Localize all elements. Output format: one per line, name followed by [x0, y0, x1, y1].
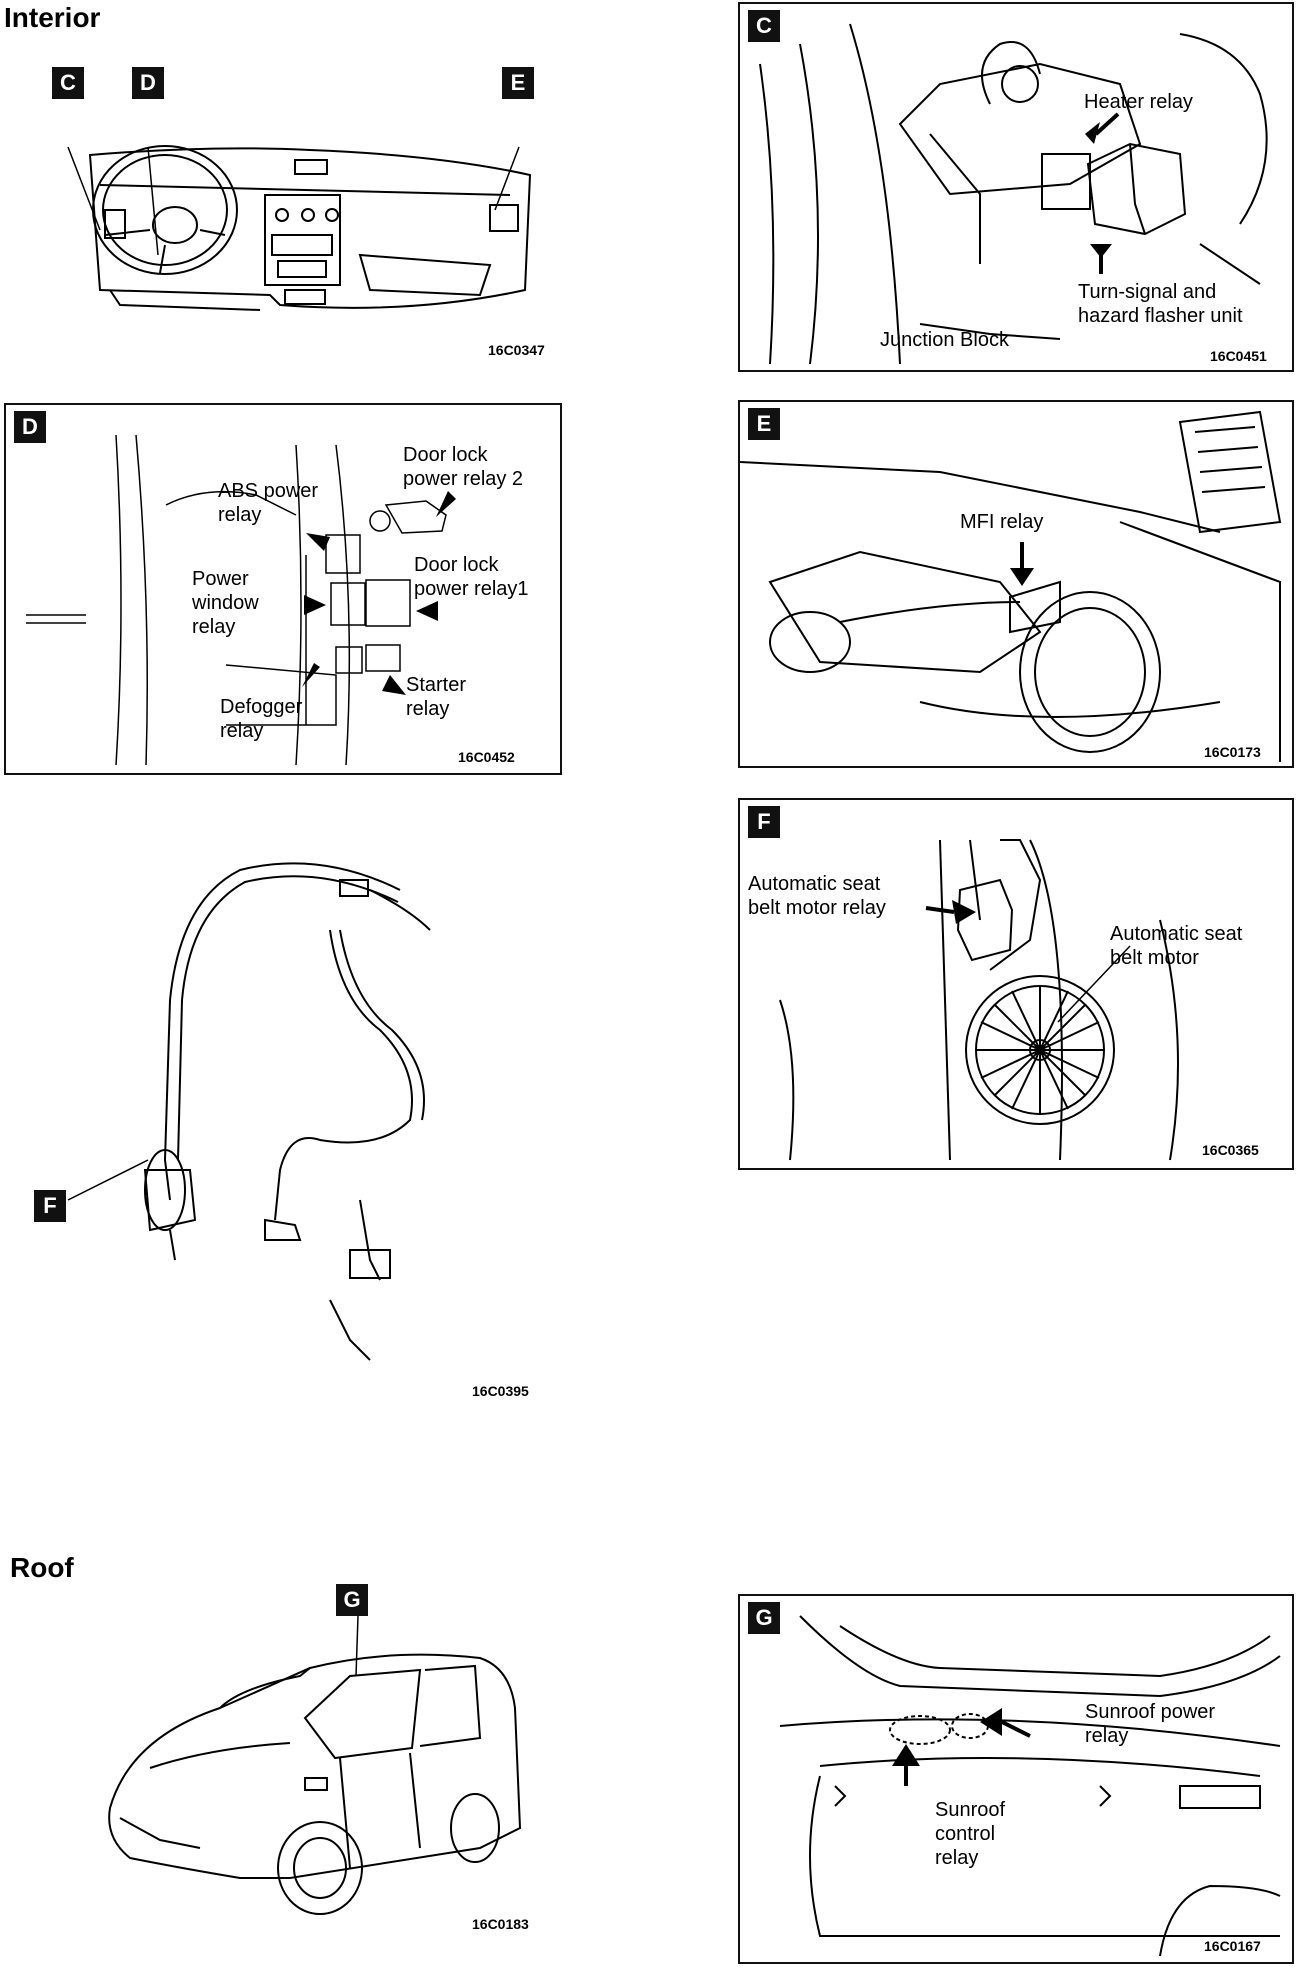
tag-f-marker: F: [34, 1190, 66, 1222]
panel-e-tag: E: [748, 408, 780, 440]
panel-e-code: 16C0173: [1204, 744, 1261, 760]
seatbelt-overview-figure: F 16C0395: [20, 840, 560, 1410]
tag-c-marker: C: [52, 67, 84, 99]
panel-g-code: 16C0167: [1204, 1938, 1261, 1954]
junction-block-label: Junction Block: [880, 329, 1009, 351]
door-lock-relay-2-label: Door lock power relay 2: [403, 444, 524, 490]
heater-relay-label: Heater relay: [1084, 91, 1193, 113]
sunroof-power-relay-label: Sunroof power relay: [1085, 1701, 1216, 1747]
starter-relay-label: Starter relay: [406, 674, 467, 720]
figure-code: 16C0347: [488, 342, 545, 358]
panel-c-heater-relay: C Heater relay Turn-signal and hazard fl…: [738, 2, 1294, 372]
panel-d-code: 16C0452: [458, 749, 515, 765]
sunroof-control-relay-label: Sunroof control relay: [935, 1799, 1006, 1869]
defogger-relay-label: Defogger relay: [220, 696, 303, 742]
panel-c-code: 16C0451: [1210, 348, 1267, 364]
interior-overview-figure: C D E 16C0347: [10, 55, 550, 365]
abs-power-relay-label: ABS power relay: [218, 480, 319, 526]
panel-g-sunroof: G Sunroof power relay Sunroof control re…: [738, 1594, 1294, 1964]
panel-f-seatbelt-motor: F Automatic seat belt motor relay Automa…: [738, 798, 1294, 1170]
panel-d-tag: D: [14, 411, 46, 443]
seatbelt-motor-relay-label: Automatic seat belt motor relay: [748, 873, 886, 919]
panel-d-illustration: [26, 434, 456, 766]
panel-f-code: 16C0365: [1202, 1142, 1259, 1158]
panel-d-relays: D Door lock power relay 2 ABS power rela…: [4, 403, 562, 775]
panel-f-illustration: [779, 839, 1179, 1161]
panel-c-tag: C: [748, 10, 780, 42]
dashboard-illustration: [67, 145, 532, 311]
panel-c-illustration: [759, 23, 1268, 365]
panel-f-tag: F: [748, 806, 780, 838]
van-illustration: [108, 1615, 522, 1915]
seatbelt-illustration: [67, 862, 431, 1361]
tag-g-marker: G: [336, 1584, 368, 1616]
seatbelt-figure-code: 16C0395: [472, 1383, 529, 1399]
tag-d-marker: D: [132, 67, 164, 99]
power-window-relay-label: Power window relay: [192, 568, 259, 638]
seatbelt-motor-label: Automatic seat belt motor: [1110, 923, 1243, 969]
roof-section-title: Roof: [10, 1552, 74, 1583]
tag-e-marker: E: [502, 67, 534, 99]
turn-signal-flasher-label: Turn-signal and hazard flasher unit: [1078, 281, 1243, 327]
panel-g-tag: G: [748, 1602, 780, 1634]
panel-e-mfi-relay: E MFI relay 16C0173: [738, 400, 1294, 768]
mfi-relay-label: MFI relay: [960, 511, 1044, 533]
roof-overview-figure: G 16C0183: [90, 1578, 560, 1942]
panel-g-illustration: [779, 1615, 1281, 1957]
roof-figure-code: 16C0183: [472, 1916, 529, 1932]
panel-e-illustration: [740, 410, 1282, 762]
interior-section-title: Interior: [4, 2, 101, 33]
door-lock-relay-1-label: Door lock power relay1: [414, 554, 529, 600]
